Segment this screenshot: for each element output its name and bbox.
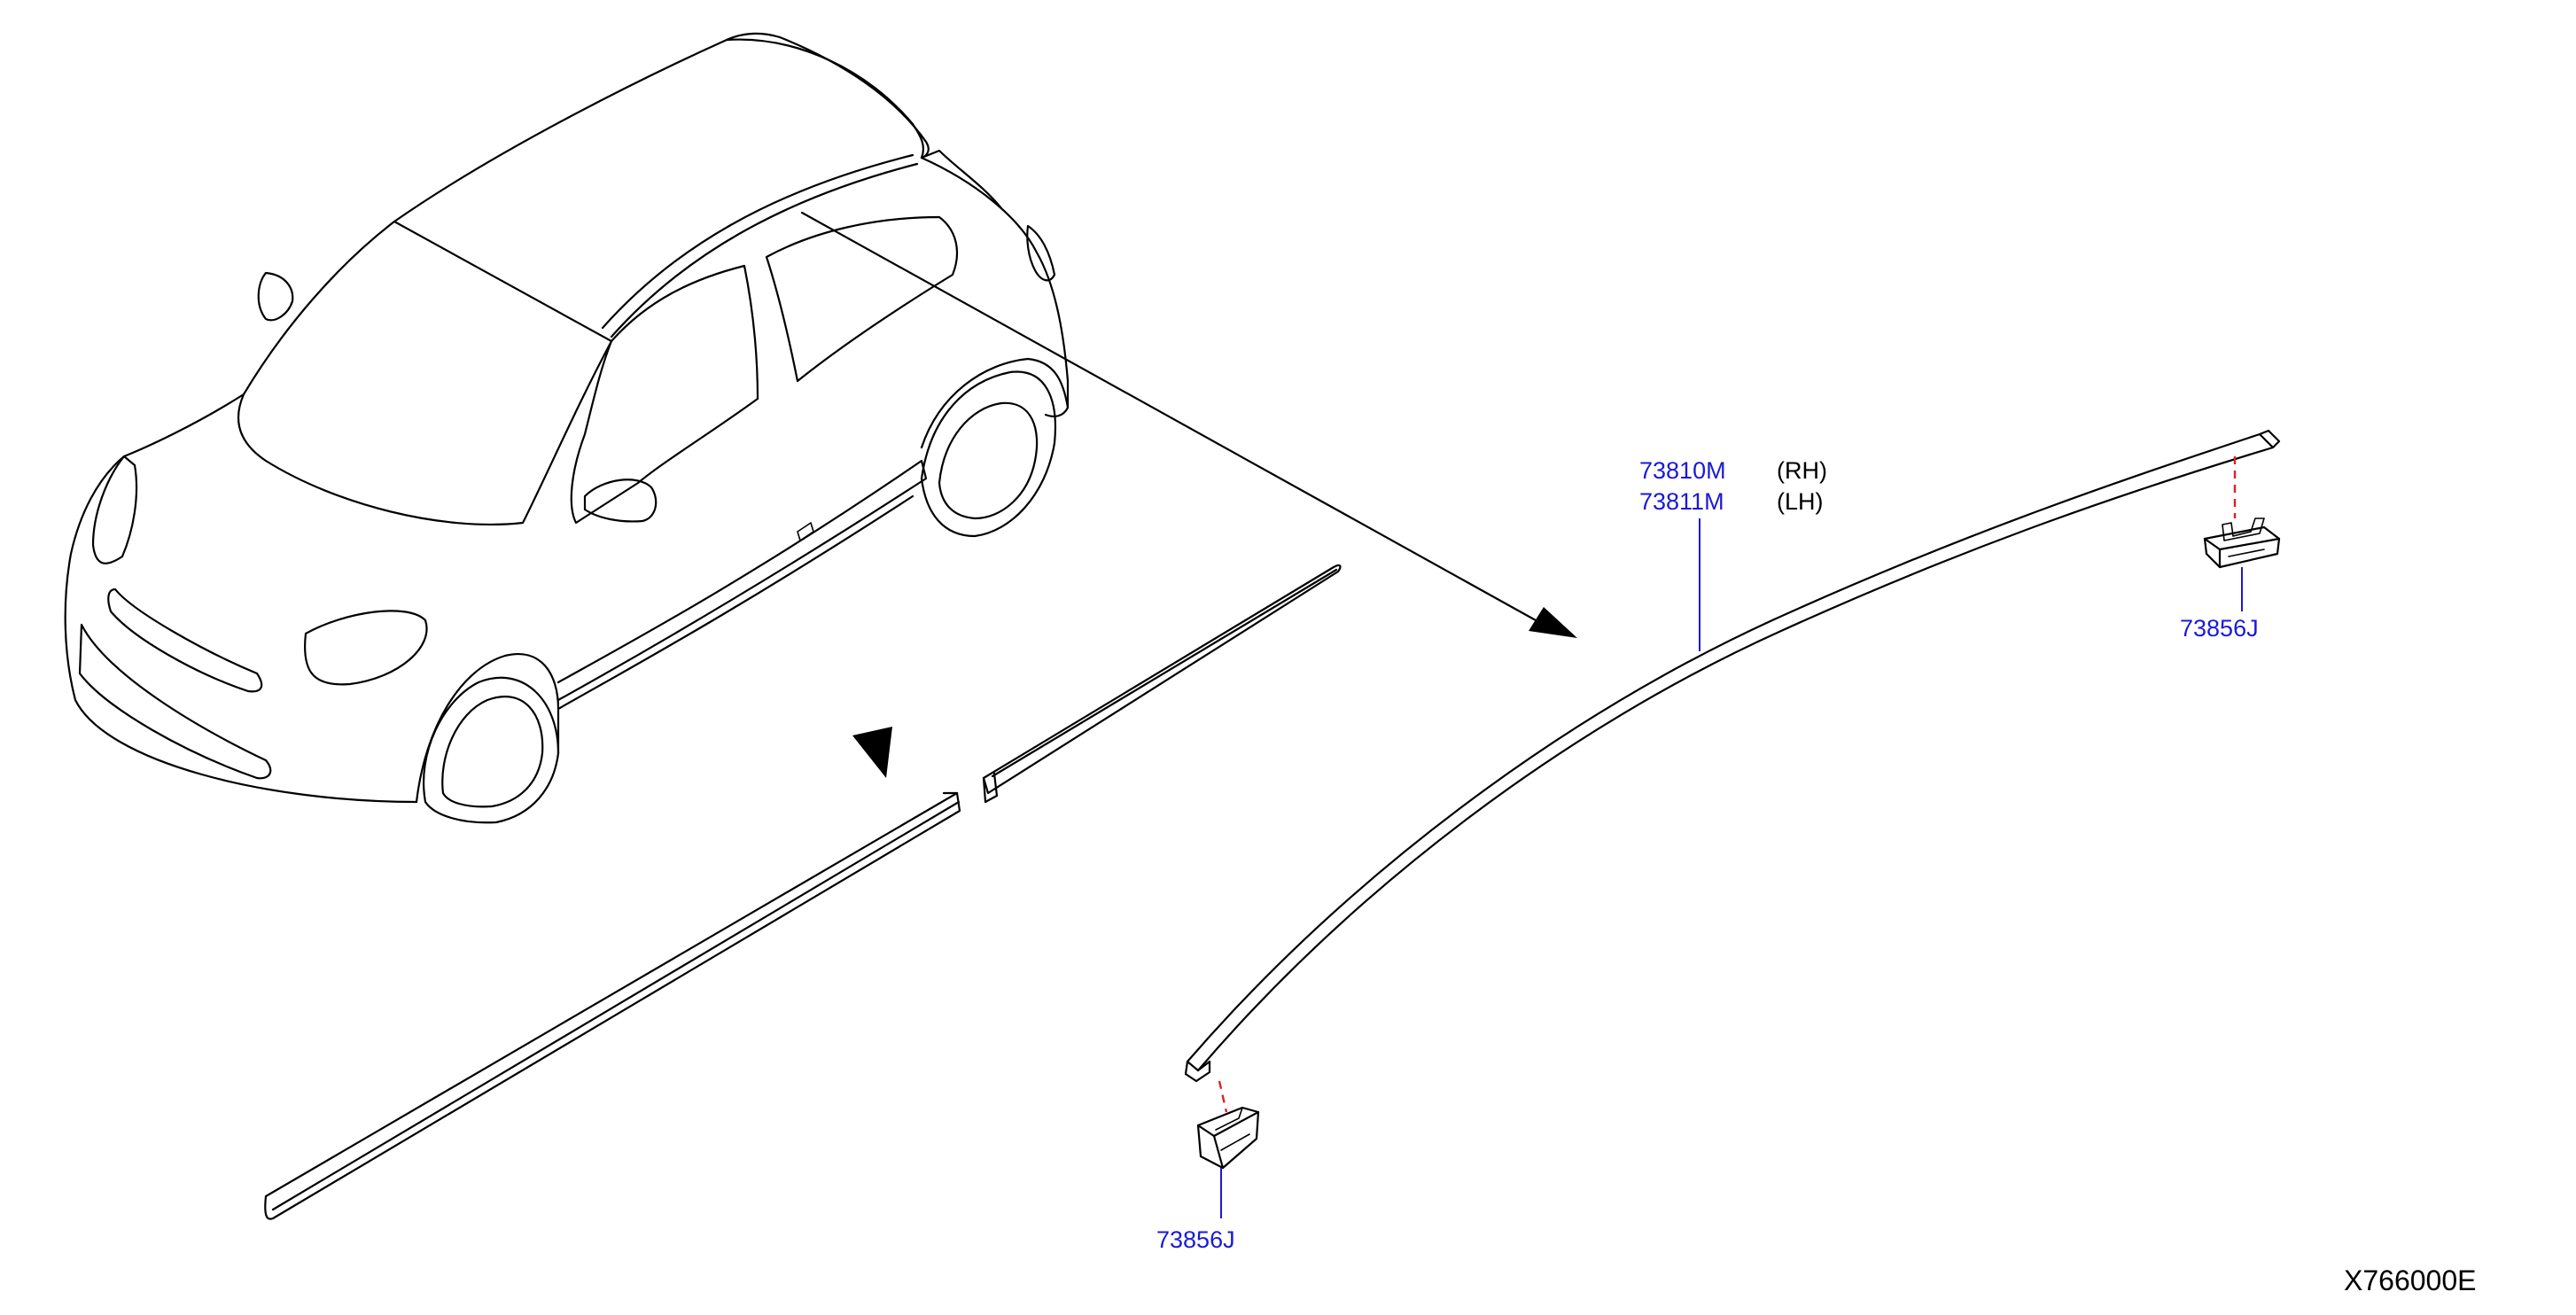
drawing-code: X766000E (2344, 1264, 2476, 1296)
clip-rear (2203, 456, 2281, 611)
part-number-73856J-rear[interactable]: 73856J (2180, 615, 2259, 642)
roof-molding (1184, 429, 2281, 1083)
side-label-lh: (LH) (1777, 488, 1824, 515)
roof-callout-arrow (800, 211, 1577, 638)
side-sill-molding-front (264, 791, 961, 1220)
part-number-73810M[interactable]: 73810M (1639, 457, 1726, 484)
part-number-73811M[interactable]: 73811M (1639, 488, 1724, 515)
clip-front (1196, 1080, 1260, 1218)
side-sill-molding-rear (982, 564, 1342, 804)
car-illustration (64, 32, 1070, 824)
direction-arrowhead (852, 727, 892, 778)
part-number-73856J-front[interactable]: 73856J (1156, 1226, 1235, 1253)
side-label-rh: (RH) (1777, 457, 1827, 484)
